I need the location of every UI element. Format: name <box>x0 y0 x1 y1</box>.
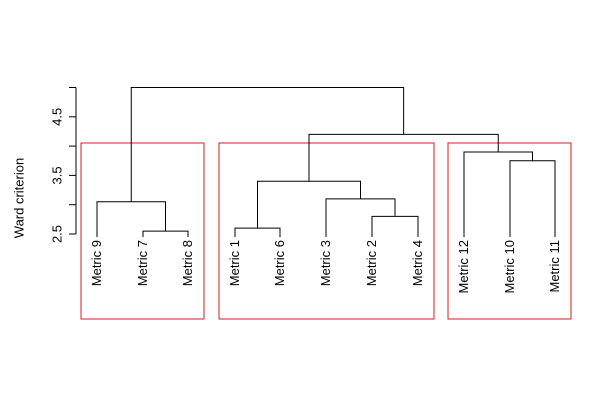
y-tick-label: 3.5 <box>50 166 65 184</box>
leaf-label: Metric 6 <box>272 240 287 286</box>
dendrogram-branch <box>308 133 499 182</box>
dendrogram-branch <box>325 198 396 237</box>
cluster-box <box>218 142 435 320</box>
y-tick-label: 4.5 <box>50 108 65 126</box>
cluster-box <box>80 142 205 320</box>
dendrogram-branch <box>371 215 419 237</box>
dendrogram-branch <box>463 151 533 237</box>
cluster-box <box>447 142 572 320</box>
leaf-label: Metric 12 <box>456 240 471 293</box>
leaf-label: Metric 11 <box>547 240 562 293</box>
dendrogram-branch <box>509 160 556 237</box>
leaf-label: Metric 2 <box>364 240 379 286</box>
y-axis-label: Ward criterion <box>12 158 27 238</box>
leaf-label: Metric 3 <box>318 240 333 286</box>
y-axis: 2.5 3.5 4.5 <box>50 87 77 243</box>
dendrogram-branch <box>142 230 189 237</box>
dendrogram-branch <box>234 227 281 237</box>
dendrogram-branch <box>96 201 166 237</box>
leaf-label: Metric 1 <box>227 240 242 286</box>
leaf-label: Metric 8 <box>180 240 195 286</box>
leaf-labels: Metric 9 Metric 7 Metric 8 Metric 1 Metric 6… <box>89 240 562 293</box>
dendrogram-branch <box>257 180 361 229</box>
cluster-boxes <box>80 142 572 320</box>
leaf-label: Metric 9 <box>89 240 104 286</box>
leaf-label: Metric 4 <box>410 240 425 286</box>
y-tick-label: 2.5 <box>50 225 65 243</box>
dendrogram-branches <box>96 87 556 237</box>
leaf-label: Metric 7 <box>135 240 150 286</box>
leaf-label: Metric 10 <box>502 240 517 293</box>
dendrogram-branch <box>130 87 405 202</box>
